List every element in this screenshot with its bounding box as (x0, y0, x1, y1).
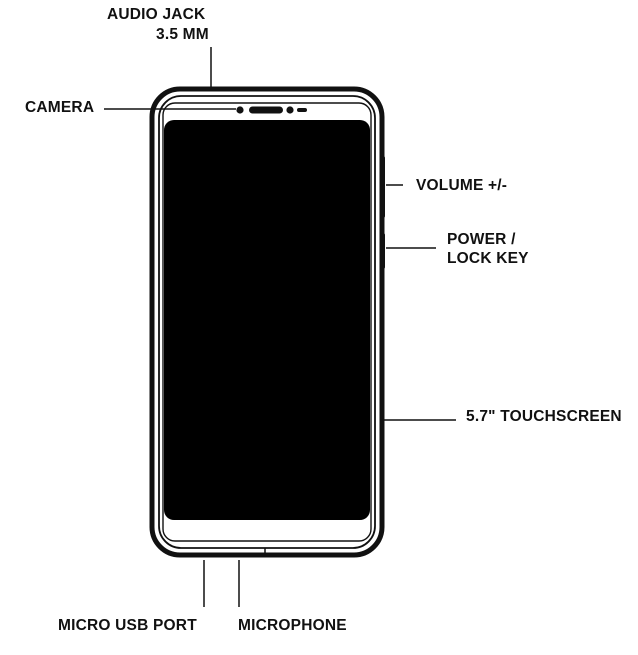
volume-button (380, 156, 385, 218)
earpiece-speaker (249, 106, 283, 114)
light-sensor (297, 108, 307, 112)
micro-usb-label: MICRO USB PORT (58, 617, 197, 634)
front-camera-icon (236, 106, 244, 114)
touchscreen-label: 5.7" TOUCHSCREEN (466, 408, 622, 425)
phone-outer-body (149, 86, 385, 558)
phone-front-panel (162, 102, 372, 542)
lock-key-label: LOCK KEY (447, 250, 529, 267)
phone-inner-bezel (158, 95, 376, 549)
camera-label: CAMERA (25, 99, 95, 116)
volume-label: VOLUME +/- (416, 177, 508, 194)
microphone-label: MICROPHONE (238, 617, 347, 634)
touchscreen-display (164, 120, 370, 520)
power-label: POWER / (447, 231, 516, 248)
audio-jack-size-label: 3.5 MM (156, 26, 209, 43)
front-sensor-icon (286, 106, 294, 114)
audio-jack-label: AUDIO JACK (107, 6, 206, 23)
power-button (380, 233, 385, 269)
